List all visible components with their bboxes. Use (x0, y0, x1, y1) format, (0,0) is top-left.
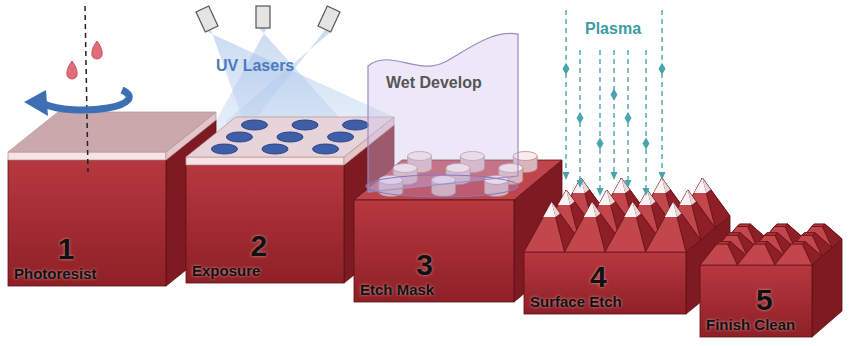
exposed-spot (292, 120, 318, 130)
block-front (700, 265, 812, 337)
pyramid-tip (552, 202, 560, 217)
uv-laser (256, 6, 270, 28)
plasma-arrowhead (597, 188, 604, 196)
pyramid-tip (702, 178, 710, 193)
texture-face (700, 244, 737, 265)
plasma-ray (613, 50, 614, 178)
pyramid-face (565, 202, 606, 252)
process-label: UV Lasers (216, 57, 294, 75)
developer-bath (368, 33, 518, 192)
resist-drop (92, 41, 103, 59)
step-label: Photoresist (14, 265, 160, 282)
step-number: 3 (360, 248, 508, 281)
plasma-ion (577, 112, 584, 124)
process-label: Plasma (585, 20, 641, 38)
plasma-ion (563, 63, 570, 75)
texture-top (737, 224, 750, 226)
texture-top (764, 233, 777, 235)
exposed-spot (313, 144, 339, 154)
rotation-arrowhead (24, 90, 48, 116)
step-number: 1 (14, 232, 160, 265)
plasma-ion (597, 138, 604, 150)
pyramid-face (646, 202, 687, 252)
step-number: 4 (530, 260, 680, 293)
plasma-arrowhead (659, 172, 666, 180)
exposed-spot (226, 132, 252, 142)
plasma-ion (625, 112, 632, 124)
texture-face (775, 244, 812, 265)
exposed-spot (277, 132, 303, 142)
block-front (186, 165, 344, 283)
block-front (354, 200, 514, 302)
pyramid-tip (607, 190, 615, 205)
step-number: 5 (706, 283, 806, 316)
step-label: Exposure (192, 262, 338, 279)
step-number: 2 (192, 229, 338, 262)
plasma-ray (645, 50, 646, 194)
resist-layer (186, 117, 394, 157)
plasma-ray (565, 10, 566, 178)
exposed-spot (328, 132, 354, 142)
process-label: Wet Develop (386, 74, 482, 92)
uv-laser (196, 6, 218, 32)
process-block: 2Exposure (186, 165, 344, 283)
pyramid-tip (662, 178, 670, 193)
process-block: 1Photoresist (8, 160, 166, 286)
pyramid-tip (647, 190, 655, 205)
exposed-spot (262, 144, 288, 154)
plasma-ion (611, 89, 618, 101)
texture-top (717, 242, 730, 244)
plasma-arrowhead (577, 180, 584, 188)
resist-layer (8, 112, 216, 152)
resist-drop (67, 61, 78, 79)
developer-pool (366, 175, 518, 197)
plasma-arrowhead (611, 172, 618, 180)
texture-face (737, 244, 774, 265)
pyramid-tip (688, 190, 696, 205)
texture-top (774, 224, 787, 226)
exposed-spot (343, 120, 369, 130)
plasma-ray (661, 10, 662, 178)
exposed-spot (241, 120, 267, 130)
process-block: 5Finish Clean (700, 265, 812, 337)
texture-top (727, 233, 740, 235)
pyramid-face (605, 202, 646, 252)
plasma-ray (599, 50, 600, 194)
plasma-arrowhead (643, 188, 650, 196)
plasma-ion (659, 63, 666, 75)
texture-top (792, 242, 805, 244)
step-label: Finish Clean (706, 316, 806, 333)
spin-axis (85, 6, 88, 172)
pyramid-tip (566, 190, 574, 205)
step-label: Etch Mask (360, 281, 508, 298)
block-front (524, 252, 686, 314)
pyramid-tip (592, 202, 600, 217)
exposed-spot (211, 144, 237, 154)
texture-top (812, 224, 825, 226)
block-front (8, 160, 166, 286)
plasma-arrowhead (563, 172, 570, 180)
plasma-ion (643, 138, 650, 150)
rotation-arrow (44, 90, 129, 110)
pyramid-tip (633, 202, 641, 217)
pyramid-face (524, 202, 565, 252)
step-label: Surface Etch (530, 293, 680, 310)
plasma-arrowhead (625, 180, 632, 188)
pyramid-tip (673, 202, 681, 217)
resist-edge (186, 157, 344, 165)
uv-laser (318, 6, 340, 32)
texture-top (802, 233, 815, 235)
process-block: 3Etch Mask (354, 200, 514, 302)
process-block: 4Surface Etch (524, 252, 686, 314)
texture-top (754, 242, 767, 244)
